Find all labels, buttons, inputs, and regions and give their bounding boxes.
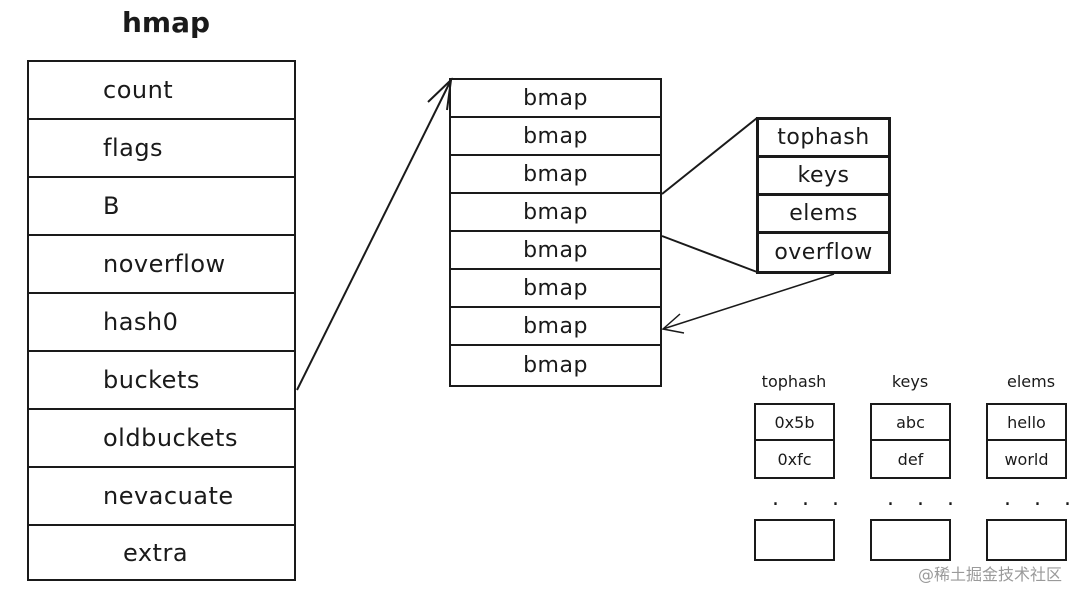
- field-label: nevacuate: [103, 482, 234, 510]
- keys-value: abc: [872, 405, 949, 441]
- keys-ellipsis: . . .: [887, 486, 962, 511]
- field-label: buckets: [103, 366, 200, 394]
- bucket-label: elems: [789, 201, 858, 226]
- bmap-label: bmap: [523, 199, 588, 225]
- bucket-label: tophash: [777, 125, 870, 150]
- field-label: oldbuckets: [103, 424, 238, 452]
- bucket-struct: tophash keys elems overflow: [756, 117, 891, 274]
- elems-ellipsis: . . .: [1004, 486, 1079, 511]
- bmap-label: bmap: [523, 353, 588, 378]
- hmap-field-hash0: hash0: [29, 294, 294, 352]
- bmap-array: bmap bmap bmap bmap bmap bmap bmap bmap: [449, 78, 662, 387]
- tophash-value: 0x5b: [756, 405, 833, 441]
- keys-array: abc def: [870, 403, 951, 479]
- hmap-field-buckets: buckets: [29, 352, 294, 410]
- tophash-value: 0xfc: [777, 449, 812, 469]
- bucket-field-elems: elems: [759, 196, 888, 234]
- watermark: @稀土掘金技术社区: [917, 565, 1062, 584]
- overflow-pointer-arrowhead: [661, 313, 685, 334]
- field-label: extra: [123, 538, 189, 567]
- bmap-label: bmap: [523, 313, 588, 339]
- expand-line-top: [661, 117, 758, 195]
- keys-column-title: keys: [891, 372, 929, 391]
- tophash-column-title: tophash: [761, 372, 827, 391]
- bmap-row: bmap: [451, 270, 660, 308]
- hmap-field-extra: extra: [29, 526, 294, 579]
- buckets-pointer-arrowhead: [427, 77, 453, 111]
- bucket-field-overflow: overflow: [759, 234, 888, 271]
- field-label: count: [103, 76, 174, 104]
- field-label: flags: [103, 134, 164, 162]
- hmap-field-oldbuckets: oldbuckets: [29, 410, 294, 468]
- bucket-label: overflow: [774, 240, 873, 265]
- elems-last-slot: [986, 519, 1067, 561]
- bmap-row: bmap: [451, 346, 660, 385]
- field-label: noverflow: [103, 250, 226, 278]
- bmap-label: bmap: [523, 237, 588, 263]
- buckets-pointer-line: [296, 79, 452, 391]
- bmap-label: bmap: [523, 275, 588, 301]
- bmap-label: bmap: [523, 85, 588, 111]
- keys-value: def: [897, 449, 924, 469]
- bucket-field-tophash: tophash: [759, 120, 888, 158]
- expand-line-bottom: [661, 235, 758, 273]
- hmap-field-flags: flags: [29, 120, 294, 178]
- keys-last-slot: [870, 519, 951, 561]
- field-label: hash0: [103, 308, 179, 336]
- bmap-label: bmap: [523, 123, 588, 149]
- bmap-row: bmap: [451, 80, 660, 118]
- bmap-row: bmap: [451, 118, 660, 156]
- elems-value: world: [1004, 449, 1049, 469]
- tophash-ellipsis: . . .: [772, 486, 847, 511]
- hmap-title: hmap: [122, 6, 211, 39]
- bmap-row: bmap: [451, 232, 660, 270]
- tophash-array: 0x5b 0xfc: [754, 403, 835, 479]
- bmap-label: bmap: [523, 161, 588, 187]
- hmap-field-nevacuate: nevacuate: [29, 468, 294, 526]
- bmap-row: bmap: [451, 156, 660, 194]
- hmap-field-count: count: [29, 62, 294, 120]
- elems-value: hello: [988, 405, 1065, 441]
- tophash-last-slot: [754, 519, 835, 561]
- elems-array: hello world: [986, 403, 1067, 479]
- bmap-row: bmap: [451, 308, 660, 346]
- bmap-row: bmap: [451, 194, 660, 232]
- field-label: B: [103, 192, 120, 220]
- bucket-label: keys: [797, 163, 850, 188]
- elems-column-title: elems: [1006, 372, 1056, 391]
- hmap-struct: count flags B noverflow hash0 buckets ol…: [27, 60, 296, 581]
- hmap-field-b: B: [29, 178, 294, 236]
- overflow-pointer-line: [662, 273, 835, 330]
- bucket-field-keys: keys: [759, 158, 888, 196]
- hmap-field-noverflow: noverflow: [29, 236, 294, 294]
